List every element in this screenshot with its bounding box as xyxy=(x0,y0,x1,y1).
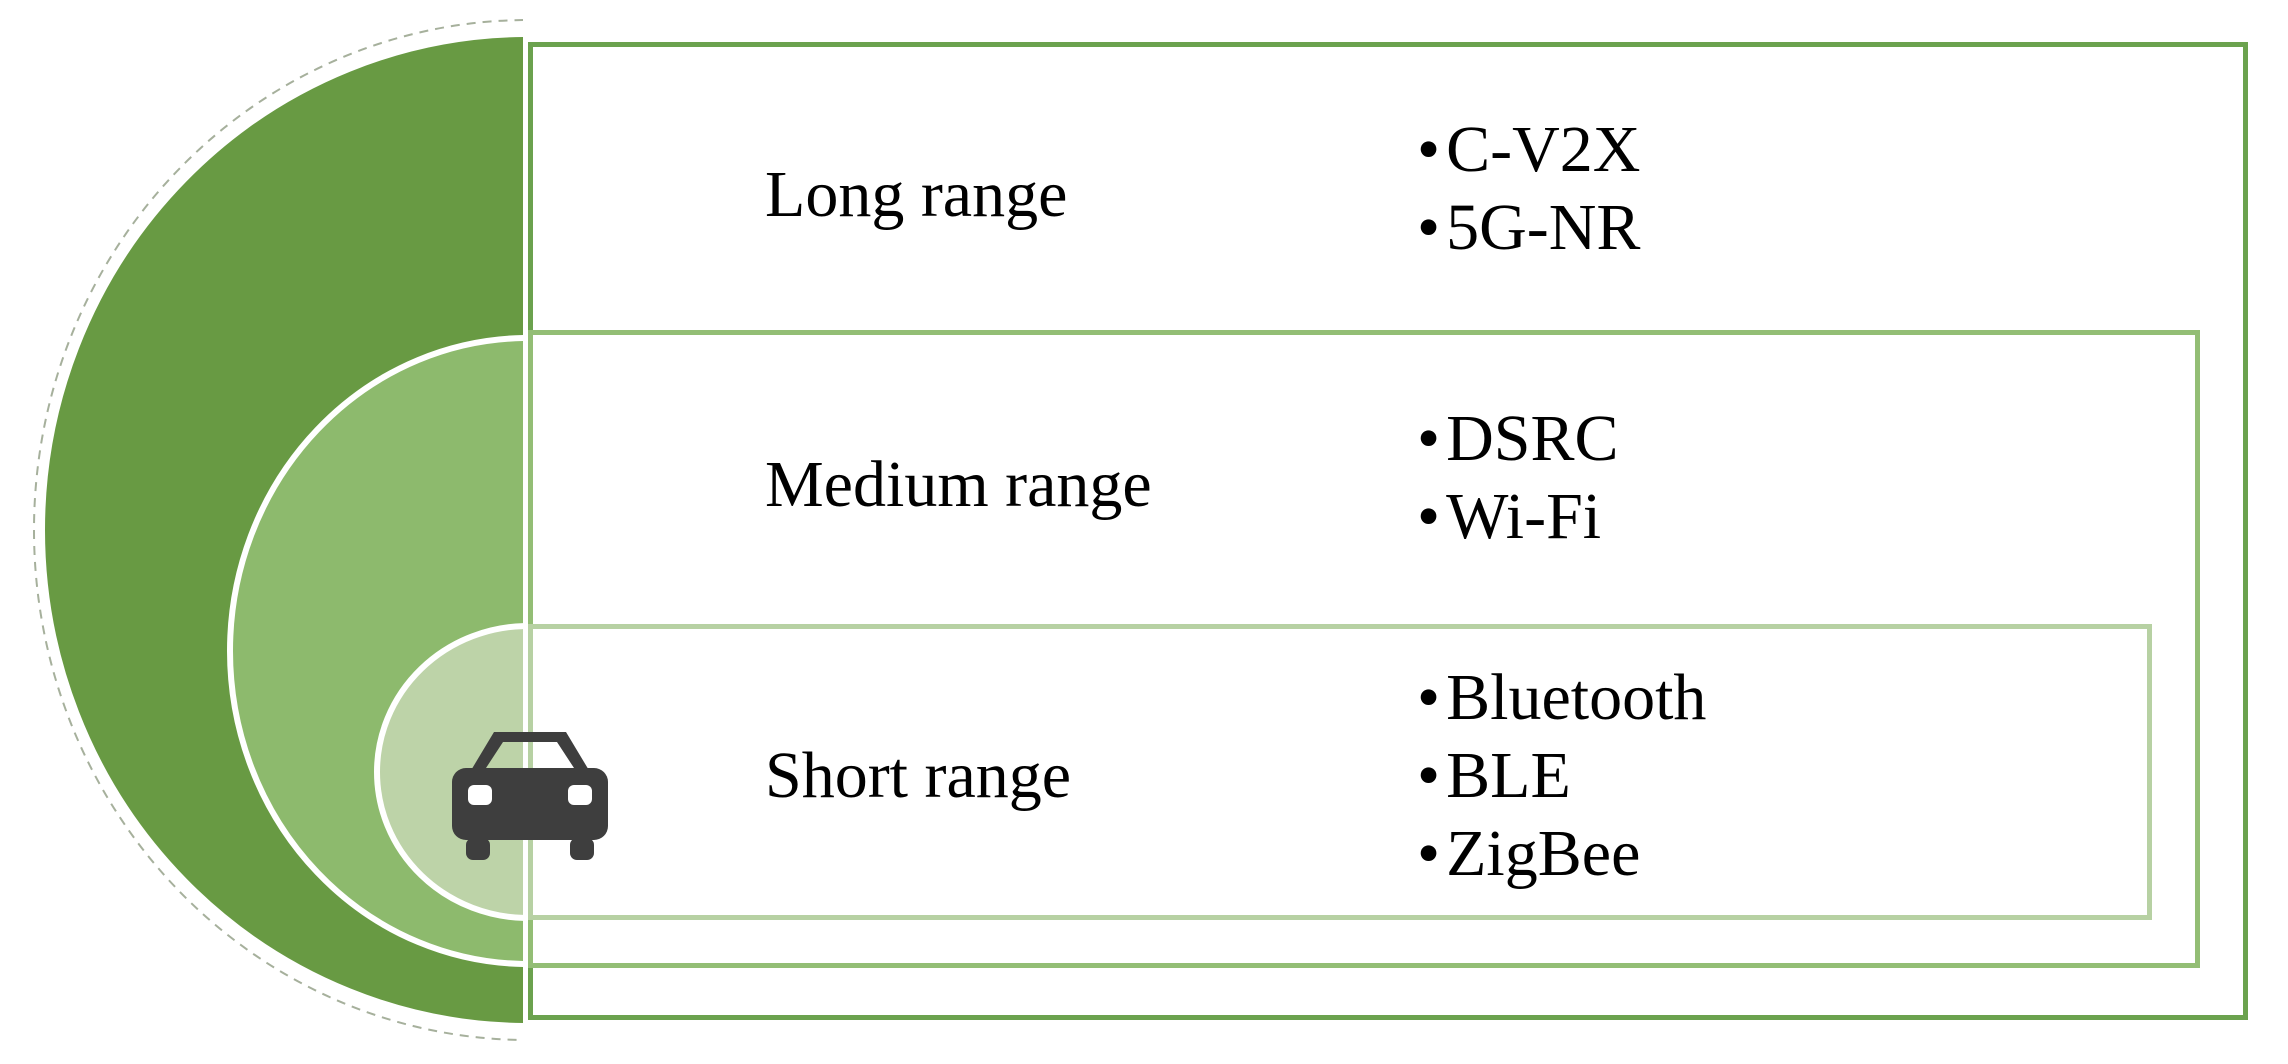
bullet-text: 5G-NR xyxy=(1446,191,1641,264)
bullet-item: •C-V2X xyxy=(1417,111,1640,189)
bullet-text: Wi-Fi xyxy=(1446,480,1602,553)
medium-range-label: Medium range xyxy=(765,448,1152,521)
bullet-dot: • xyxy=(1417,402,1441,475)
bullet-dot: • xyxy=(1417,191,1441,264)
long-range-technologies: •C-V2X•5G-NR xyxy=(1417,111,1640,267)
bullet-item: •DSRC xyxy=(1417,400,1619,478)
bullet-text: ZigBee xyxy=(1446,817,1641,890)
car-left-wheel xyxy=(466,838,490,860)
long-range-label: Long range xyxy=(765,158,1068,231)
bullet-item: •Bluetooth xyxy=(1417,659,1706,737)
bullet-item: •Wi-Fi xyxy=(1417,478,1619,556)
car-right-headlight xyxy=(568,785,592,805)
car-roof xyxy=(470,732,590,772)
bullet-item: •ZigBee xyxy=(1417,815,1706,893)
bullet-text: C-V2X xyxy=(1446,113,1641,186)
range-circles xyxy=(33,19,523,1041)
bullet-text: Bluetooth xyxy=(1446,661,1707,734)
short-range-technologies: •Bluetooth•BLE•ZigBee xyxy=(1417,659,1706,893)
car-icon xyxy=(452,732,608,860)
short-range-label: Short range xyxy=(765,739,1072,812)
medium-range-technologies: •DSRC•Wi-Fi xyxy=(1417,400,1619,556)
bullet-dot: • xyxy=(1417,661,1441,734)
bullet-item: •5G-NR xyxy=(1417,189,1640,267)
bullet-text: DSRC xyxy=(1446,402,1619,475)
bullet-dot: • xyxy=(1417,817,1441,890)
car-right-wheel xyxy=(570,838,594,860)
bullet-text: BLE xyxy=(1446,739,1571,812)
car-body xyxy=(452,768,608,840)
bullet-dot: • xyxy=(1417,113,1441,186)
bullet-dot: • xyxy=(1417,739,1441,812)
car-left-headlight xyxy=(468,785,492,805)
bullet-dot: • xyxy=(1417,480,1441,553)
bullet-item: •BLE xyxy=(1417,737,1706,815)
